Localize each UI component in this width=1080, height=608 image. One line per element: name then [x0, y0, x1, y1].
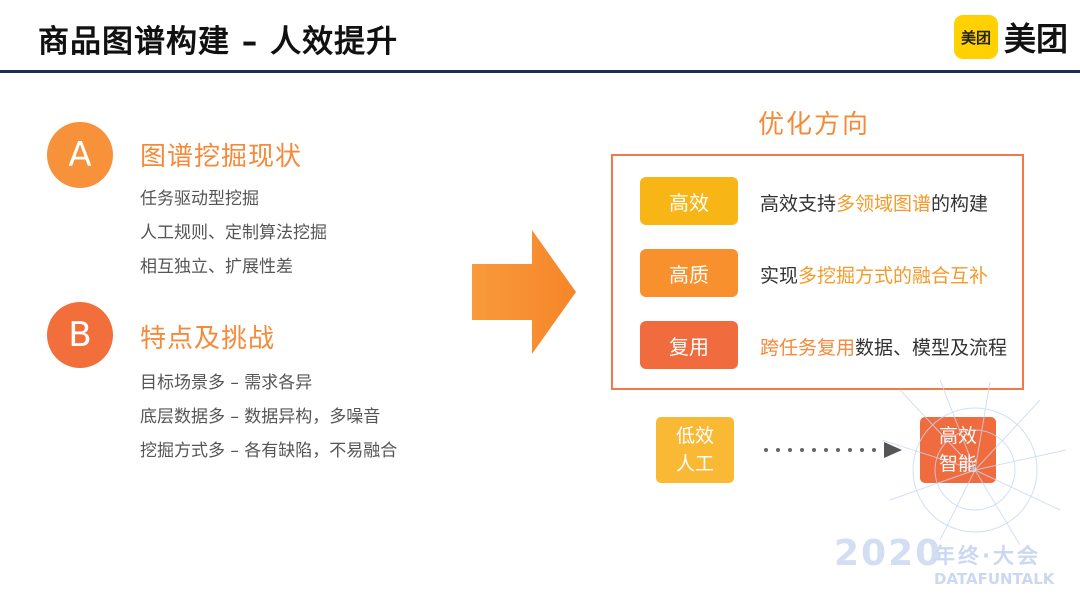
decorative-burst-icon — [881, 380, 1067, 546]
list-item: 挖掘方式多 – 各有缺陷，不易融合 — [140, 441, 398, 461]
list-item: 底层数据多 – 数据异构，多噪音 — [140, 407, 381, 427]
section-b-title: 特点及挑战 — [140, 324, 276, 354]
section-a-title: 图谱挖掘现状 — [140, 142, 303, 172]
list-item: 目标场景多 – 需求各异 — [140, 373, 313, 393]
pill-reuse: 复用 — [640, 321, 738, 369]
desc-quality: 实现多挖掘方式的融合互补 — [760, 265, 989, 287]
logo-text: 美团 — [1003, 20, 1068, 58]
desc-reuse: 跨任务复用数据、模型及流程 — [760, 337, 1008, 359]
pill-efficient: 高效 — [640, 177, 738, 225]
watermark-en: DATAFUNTALK — [934, 570, 1055, 588]
conference-watermark: 2020 年终·大会 DATAFUNTALK — [834, 533, 1054, 589]
optimization-title: 优化方向 — [758, 110, 871, 140]
optimization-box — [611, 154, 1024, 390]
list-item: 任务驱动型挖掘 — [140, 189, 259, 209]
from-box-line1: 低效 — [675, 425, 714, 447]
header-divider — [0, 70, 1080, 73]
desc-efficient: 高效支持多领域图谱的构建 — [760, 193, 989, 215]
logo-badge: 美团 — [953, 15, 998, 59]
dotted-arrow-icon — [764, 442, 902, 458]
meituan-logo: 美团 美团 — [953, 14, 1068, 60]
from-box-line2: 人工 — [675, 453, 714, 475]
list-item: 人工规则、定制算法挖掘 — [140, 223, 327, 243]
section-b-list: 目标场景多 – 需求各异 底层数据多 – 数据异构，多噪音 挖掘方式多 – 各有… — [140, 366, 397, 468]
page-title: 商品图谱构建 – 人效提升 — [38, 24, 399, 60]
big-right-arrow-icon — [472, 230, 576, 354]
watermark-cn: 年终·大会 — [934, 544, 1041, 568]
list-item: 相互独立、扩展性差 — [140, 257, 293, 277]
pill-quality: 高质 — [640, 249, 738, 297]
section-a-list: 任务驱动型挖掘 人工规则、定制算法挖掘 相互独立、扩展性差 — [140, 182, 327, 284]
from-box: 低效 人工 — [656, 417, 734, 483]
section-b-badge: B — [47, 302, 113, 368]
watermark-year: 2020 — [834, 533, 943, 574]
section-a-badge: A — [47, 122, 113, 188]
